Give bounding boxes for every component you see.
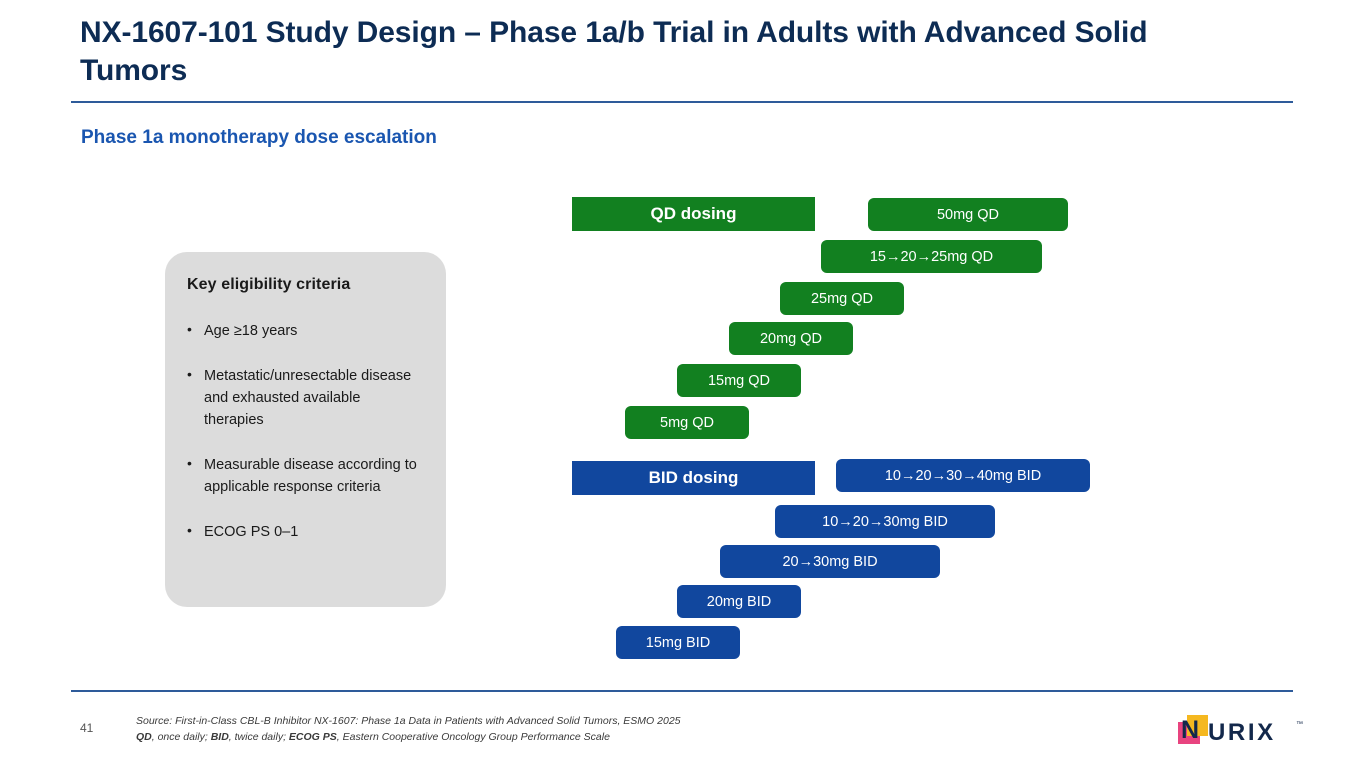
page-number: 41 <box>80 721 94 735</box>
dose-cohort-bar[interactable]: 20mg QD <box>729 322 853 355</box>
source-line: Source: First-in-Class CBL-B Inhibitor N… <box>136 715 681 727</box>
abbreviation-line: QD, once daily; BID, twice daily; ECOG P… <box>136 729 681 745</box>
list-item-label: Metastatic/unresectable disease and exha… <box>204 368 412 429</box>
dose-cohort-bar[interactable]: 15mg BID <box>616 626 740 659</box>
section-subtitle: Phase 1a monotherapy dose escalation <box>81 127 437 148</box>
dosing-group-header-qd: QD dosing <box>572 197 815 231</box>
logo-yellow-square <box>1187 715 1208 736</box>
list-item: • Metastatic/unresectable disease and ex… <box>187 365 424 431</box>
list-item-label: ECOG PS 0–1 <box>204 524 299 541</box>
page-title: NX-1607-101 Study Design – Phase 1a/b Tr… <box>80 16 1148 88</box>
source-citation: Source: First-in-Class CBL-B Inhibitor N… <box>136 713 681 746</box>
dose-cohort-bar[interactable]: 15→20→25mg QD <box>821 240 1042 273</box>
abbrev-qd: QD <box>136 731 152 744</box>
abbrev-ecog: ECOG PS <box>288 731 337 744</box>
dose-cohort-bar[interactable]: 15mg QD <box>677 364 801 397</box>
dose-cohort-bar[interactable]: 10→20→30mg BID <box>775 505 995 538</box>
list-item: • Measurable disease according to applic… <box>187 454 424 498</box>
abbrev-qd-def: , once daily; <box>151 731 211 744</box>
bullet-icon: • <box>187 522 192 539</box>
logo-letter-n: N <box>1181 716 1199 744</box>
logo-wordmark: URIX <box>1208 719 1276 746</box>
logo-trademark: ™ <box>1296 721 1303 728</box>
dose-cohort-bar[interactable]: 20mg BID <box>677 585 801 618</box>
dosing-group-header-bid: BID dosing <box>572 461 815 495</box>
list-item-label: Measurable disease according to applicab… <box>204 457 417 496</box>
list-item-label: Age ≥18 years <box>204 323 298 339</box>
dose-cohort-bar[interactable]: 20→30mg BID <box>720 545 940 578</box>
abbrev-bid-def: , twice daily; <box>228 731 289 744</box>
dose-cohort-bar[interactable]: 10→20→30→40mg BID <box>836 459 1090 492</box>
dose-cohort-bar[interactable]: 50mg QD <box>868 198 1068 231</box>
list-item: • Age ≥18 years <box>187 320 424 342</box>
bullet-icon: • <box>187 455 192 472</box>
bullet-icon: • <box>187 321 192 337</box>
dose-cohort-bar[interactable]: 5mg QD <box>625 406 749 439</box>
eligibility-heading: Key eligibility criteria <box>187 276 351 293</box>
abbrev-bid: BID <box>210 731 229 744</box>
bullet-icon: • <box>187 366 192 383</box>
title-divider <box>71 101 1293 103</box>
logo-mark-icon: N <box>1178 715 1208 745</box>
eligibility-list: • Age ≥18 years • Metastatic/unresectabl… <box>187 320 424 543</box>
abbrev-ecog-def: , Eastern Cooperative Oncology Group Per… <box>336 731 610 744</box>
dose-cohort-bar[interactable]: 25mg QD <box>780 282 904 315</box>
eligibility-criteria-panel: Key eligibility criteria • Age ≥18 years… <box>165 252 446 607</box>
list-item: • ECOG PS 0–1 <box>187 521 424 543</box>
nurix-logo: N URIX ™ <box>1178 711 1303 749</box>
footer-divider <box>71 690 1293 692</box>
